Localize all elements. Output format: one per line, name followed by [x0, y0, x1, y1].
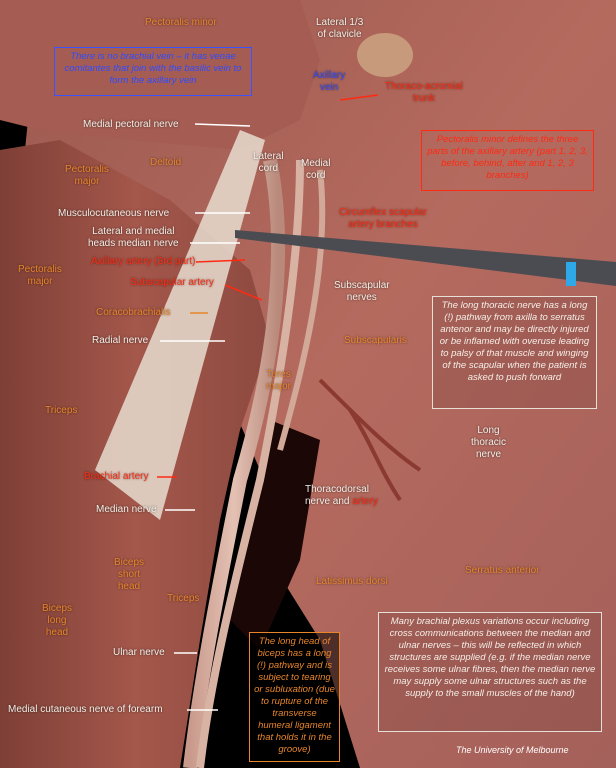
- label-medial-cord: Medial cord: [301, 158, 331, 181]
- clavicle-stump: [357, 33, 413, 77]
- label-thoracodorsal: Thoracodorsal nerve and artery: [305, 484, 378, 508]
- credit-text: The University of Melbourne: [456, 745, 569, 755]
- label-subscapular-nerves: Subscapular nerves: [334, 280, 390, 303]
- forceps: [235, 230, 616, 286]
- label-circumflex-scapular: Circumflex scapular artery branches: [339, 207, 427, 230]
- label-lateral-medial-heads: Lateral and medial heads median nerve: [88, 226, 179, 249]
- note-biceps-long-head: The long head of biceps has a long (!) p…: [249, 632, 340, 762]
- label-serratus-anterior: Serratus anterior: [465, 565, 540, 576]
- nerve-bundle-2: [196, 159, 304, 768]
- label-thoracodorsal-nerve: Thoracodorsal nerve and: [305, 484, 369, 507]
- label-subscapular-artery: Subscapular artery: [130, 277, 214, 288]
- tendon: [95, 130, 265, 520]
- shoulder-region: [0, 0, 320, 150]
- label-latissimus-dorsi: Latissimus dorsi: [316, 576, 388, 587]
- label-triceps-2: Triceps: [167, 593, 200, 604]
- label-ulnar-nerve: Ulnar nerve: [113, 647, 165, 658]
- thoracodorsal-branches: [318, 378, 422, 502]
- axilla-gap: [230, 420, 320, 650]
- label-medial-pectoral-nerve: Medial pectoral nerve: [83, 119, 179, 130]
- label-biceps-long: Biceps long head: [42, 603, 73, 638]
- label-axillary-artery: Axillary artery (3rd part): [91, 256, 196, 267]
- label-pectoralis-minor: Pectoralis minor: [145, 17, 217, 28]
- note-plexus-variations: Many brachial plexus variations occur in…: [378, 612, 602, 732]
- label-pectoralis-major-2: Pectoralis major: [18, 264, 62, 287]
- label-musculocutaneous: Musculocutaneous nerve: [58, 208, 170, 219]
- chest-wall: [20, 0, 616, 768]
- label-teres-major: Teres major: [266, 369, 292, 392]
- label-thoraco-acromial: Thoraco-acromial trunk: [385, 81, 463, 104]
- note-brachial-vein: There is no brachial vein – it has venae…: [54, 47, 252, 96]
- label-coracobrachialis: Coracobrachialis: [96, 307, 171, 318]
- label-median-nerve: Median nerve: [96, 504, 157, 515]
- label-thoracodorsal-artery: artery: [352, 496, 378, 507]
- note-long-thoracic: The long thoracic nerve has a long (!) p…: [432, 296, 597, 409]
- label-biceps-short: Biceps short head: [114, 557, 145, 592]
- label-deltoid: Deltoid: [150, 157, 182, 168]
- label-lateral-clavicle: Lateral 1/3 of clavicle: [316, 17, 364, 40]
- label-triceps-1: Triceps: [45, 405, 78, 416]
- nerve-bundle: [183, 158, 286, 768]
- pointer-arrows: [157, 94, 379, 711]
- label-medial-cutaneous: Medial cutaneous nerve of forearm: [8, 704, 163, 715]
- label-axillary-vein: Axillary vein: [313, 70, 346, 93]
- label-long-thoracic-nerve: Long thoracic nerve: [471, 425, 507, 460]
- nerve-bundle-3: [277, 169, 326, 451]
- label-radial-nerve: Radial nerve: [92, 335, 149, 346]
- label-lateral-cord: Lateral cord: [253, 151, 284, 174]
- forceps-tip-marker: [566, 262, 576, 286]
- label-brachial-artery: Brachial artery: [84, 471, 149, 482]
- label-pectoralis-major-1: Pectoralis major: [65, 164, 109, 187]
- note-pectoralis-minor-parts: Pectoralis minor defines the three parts…: [421, 130, 594, 191]
- label-subscapularis: Subscapularis: [344, 335, 407, 346]
